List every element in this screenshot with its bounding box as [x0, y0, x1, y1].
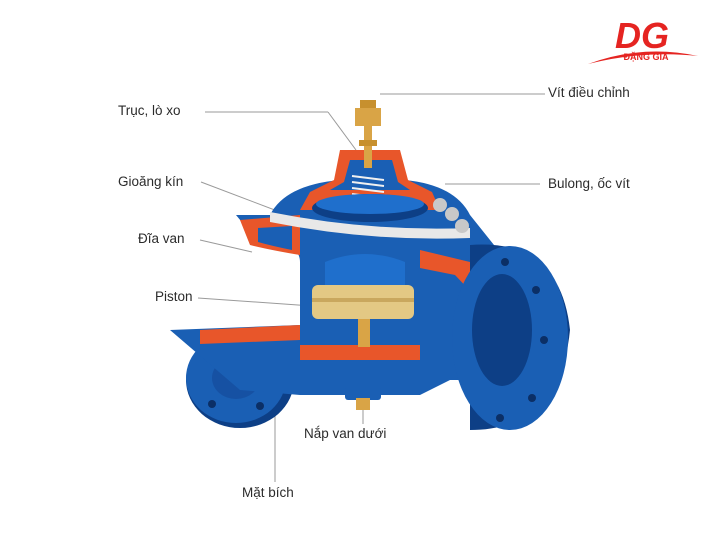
label-truc-lo-xo: Trục, lò xo	[118, 103, 181, 118]
label-nap-van-duoi: Nắp van dưới	[304, 426, 387, 441]
valve-disc	[312, 194, 428, 222]
valve-bonnet	[270, 150, 470, 239]
label-dia-van: Đĩa van	[138, 231, 185, 246]
label-mat-bich: Mặt bích	[242, 485, 294, 500]
label-piston: Piston	[155, 289, 193, 304]
bolts	[433, 198, 469, 233]
logo-letters: DG	[615, 15, 669, 56]
piston	[312, 254, 414, 347]
label-vit-dieu-chinh: Vít điều chỉnh	[548, 85, 630, 100]
spring	[351, 175, 385, 199]
label-bulong-oc-vit: Bulong, ốc vít	[548, 176, 630, 191]
dang-gia-logo: DG ĐẶNG GIA	[582, 10, 702, 76]
right-flange	[452, 244, 570, 430]
logo-text: ĐẶNG GIA	[624, 52, 670, 62]
label-gioang-kin: Gioăng kín	[118, 174, 184, 189]
bottom-cover	[345, 386, 381, 410]
adjusting-screw	[355, 100, 381, 168]
